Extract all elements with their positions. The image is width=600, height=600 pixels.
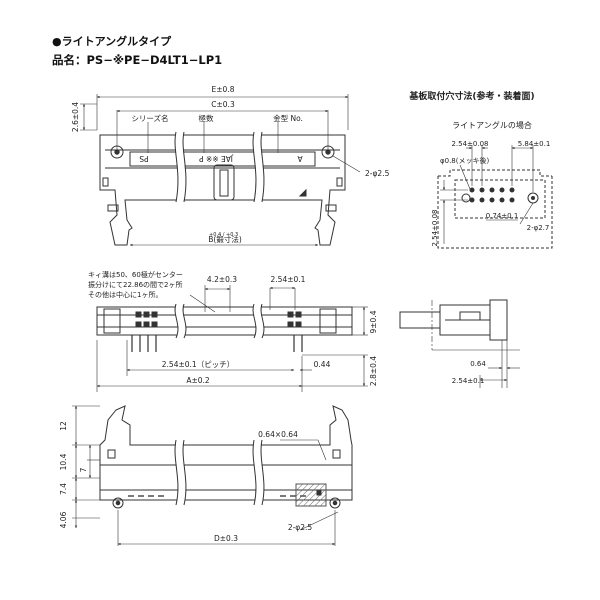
dim-9: 9±0.4 xyxy=(369,310,378,333)
dim-b: B(鍛寸法) xyxy=(208,234,242,244)
dim-2-54-0-08-top: 2.54±0.08 xyxy=(451,140,488,148)
dim-0-64: 0.64 xyxy=(470,360,486,368)
dim-12: 12 xyxy=(59,421,68,431)
top-view xyxy=(80,94,361,247)
pcb-panel-subtitle: ライトアングルの場合 xyxy=(452,120,532,130)
dim-phi-0-8: φ0.8(メッキ後) xyxy=(440,156,489,165)
dim-2-phi-2-7: 2-φ2.7 xyxy=(527,224,550,232)
pcb-panel-labels: 基板取付穴寸法(参考・装着面) ライトアングルの場合 2.54±0.08 5.8… xyxy=(408,90,550,385)
dim-a: A±0.2 xyxy=(186,376,210,385)
label-poles: 極数 xyxy=(199,113,214,123)
top-view-labels: E±0.8 C±0.3 2.6±0.4 シリーズ名 極数 金型 No. PS J… xyxy=(71,85,390,244)
label-series: シリーズ名 xyxy=(131,113,168,123)
dim-4-2: 4.2±0.3 xyxy=(207,275,237,284)
dim-5-84: 5.84±0.1 xyxy=(518,140,551,148)
key-note-line-2: 振分けにて22.86の間で2ヶ所 xyxy=(88,280,183,289)
dim-7: 7 xyxy=(79,467,88,472)
dim-2-54-0-08-side: 2.54±0.08 xyxy=(431,209,439,246)
dim-pitch: 2.54±0.1（ピッチ） xyxy=(162,360,234,369)
bottom-view xyxy=(72,405,353,546)
dim-2-8: 2.8±0.4 xyxy=(369,356,378,386)
pcb-hole-panel xyxy=(399,145,553,388)
dim-4-06: 4.06 xyxy=(59,511,68,528)
section-title: ●ライトアングルタイプ xyxy=(52,35,172,48)
pcb-panel-title: 基板取付穴寸法(参考・装着面) xyxy=(408,90,534,102)
dim-2-54-top: 2.54±0.1 xyxy=(271,275,306,284)
dim-c: C±0.3 xyxy=(211,100,235,109)
marking-jae: JAE ※※ P xyxy=(199,154,234,163)
dim-10-4: 10.4 xyxy=(59,453,68,470)
dim-2-phi-2-5-bottom: 2-φ2.5 xyxy=(288,523,313,532)
dim-2-6: 2.6±0.4 xyxy=(71,102,80,132)
dim-e: E±0.8 xyxy=(212,85,235,94)
marking-a: A xyxy=(297,154,303,163)
dim-d: D±0.3 xyxy=(214,534,238,543)
dim-0-64x0-64: 0.64×0.64 xyxy=(258,430,298,439)
label-model: 金型 No. xyxy=(273,113,303,123)
bottom-view-labels: 0.64×0.64 12 10.4 7 7.4 4.06 2-φ2.5 D±0.… xyxy=(59,421,312,543)
dim-0-44: 0.44 xyxy=(314,360,331,369)
dim-b-tolerance: +0.4 / +0.3 xyxy=(209,232,238,238)
marking-ps: PS xyxy=(139,154,149,163)
middle-view-labels: キィ溝は50、60極がセンター 振分けにて22.86の間で2ヶ所 その他は中心に… xyxy=(88,270,378,386)
middle-view xyxy=(96,285,368,392)
dim-7-4: 7.4 xyxy=(59,483,68,495)
key-note-line-3: その他は中心に1ヶ所。 xyxy=(88,290,162,299)
dim-2-phi-2-5-top: 2-φ2.5 xyxy=(365,169,390,178)
dim-2-54-0-1-pcb: 2.54±0.1 xyxy=(452,377,485,385)
key-note-line-1: キィ溝は50、60極がセンター xyxy=(88,270,183,279)
part-number: 品名：PS−※PE−D4LT1−LP1 xyxy=(52,53,223,67)
dim-0-74: 0.74±0.1 xyxy=(486,212,519,220)
